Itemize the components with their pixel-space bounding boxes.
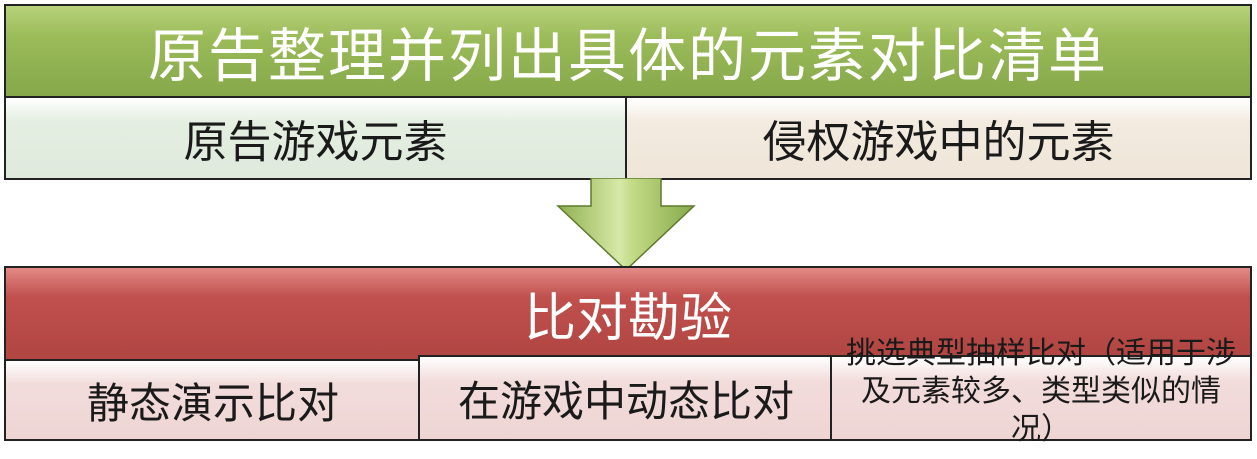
in-game-dynamic-comparison-label: 在游戏中动态比对 — [457, 376, 794, 426]
element-list-title: 原告整理并列出具体的元素对比清单 — [147, 22, 1108, 90]
static-demo-comparison-box: 静态演示比对 — [4, 359, 422, 441]
infringing-elements-label: 侵权游戏中的元素 — [762, 117, 1115, 168]
plaintiff-elements-box: 原告游戏元素 — [4, 96, 627, 180]
in-game-dynamic-comparison-box: 在游戏中动态比对 — [418, 355, 834, 441]
comparison-inspection-banner: 比对勘验 — [4, 266, 1252, 361]
element-list-banner: 原告整理并列出具体的元素对比清单 — [4, 4, 1252, 98]
plaintiff-elements-label: 原告游戏元素 — [183, 117, 448, 168]
static-demo-comparison-label: 静态演示比对 — [86, 378, 339, 428]
down-arrow-icon — [556, 178, 696, 272]
comparison-inspection-title: 比对勘验 — [523, 289, 732, 349]
sample-comparison-box: 挑选典型抽样比对（适用于涉及元素较多、类型类似的情况） — [830, 336, 1252, 447]
sample-comparison-label: 挑选典型抽样比对（适用于涉及元素较多、类型类似的情况） — [846, 336, 1236, 447]
infringing-elements-box: 侵权游戏中的元素 — [625, 96, 1252, 180]
